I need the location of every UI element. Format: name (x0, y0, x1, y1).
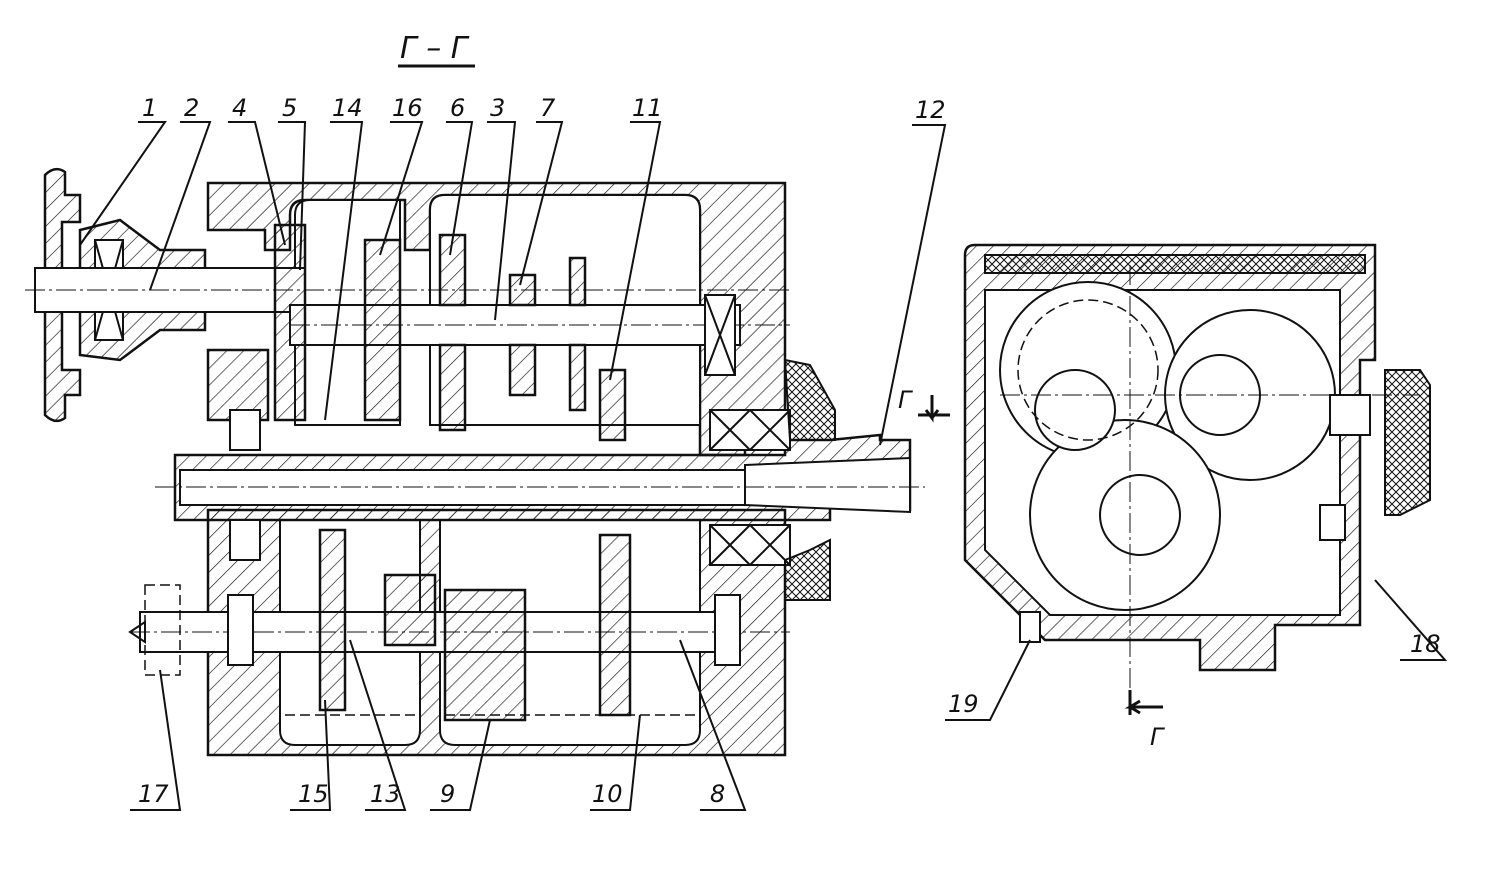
cover (984, 254, 1366, 274)
gear-7 (508, 273, 537, 307)
handle-outline (144, 584, 181, 676)
label-2: 2 (184, 94, 199, 122)
label-12: 12 (915, 96, 946, 124)
callouts: 1 2 4 5 14 16 6 3 7 11 12 17 15 13 9 10 (79, 94, 1448, 811)
gear-16 (363, 238, 402, 422)
bearing (709, 524, 791, 566)
gear-13 (383, 573, 437, 647)
label-11: 11 (632, 94, 663, 122)
label-19: 19 (948, 690, 979, 718)
gear-6b (438, 343, 467, 432)
label-6: 6 (450, 94, 465, 122)
label-3: 3 (490, 94, 505, 122)
section-view (25, 167, 925, 757)
cross-section-view (963, 243, 1431, 690)
pitch-circle (1017, 299, 1159, 441)
bearing-cross (704, 294, 736, 376)
label-18: 18 (1410, 630, 1441, 658)
spindle-taper (744, 456, 911, 514)
label-4: 4 (232, 94, 247, 122)
gear (508, 343, 537, 397)
bearing-cross (709, 409, 791, 451)
seal (783, 358, 836, 601)
section-title: Г – Г (400, 31, 470, 66)
section-arrow-top (918, 395, 950, 423)
fitting (1319, 504, 1346, 541)
bearing (709, 409, 791, 451)
spline-shaft (1099, 474, 1181, 556)
gear (568, 343, 587, 412)
pulley (43, 167, 82, 423)
gear-15 (318, 528, 347, 712)
gear-7b (568, 256, 587, 307)
label-5: 5 (282, 94, 297, 122)
section-mark-bottom: Г (1150, 723, 1165, 751)
label-1: 1 (142, 94, 157, 122)
label-8: 8 (710, 780, 725, 808)
label-14: 14 (332, 94, 363, 122)
shaft-circle (1034, 369, 1116, 451)
bearing (229, 409, 261, 451)
section-arrow-bottom (1124, 690, 1163, 715)
section-mark-top: Г (898, 386, 913, 414)
plug-19 (1019, 611, 1041, 643)
label-10: 10 (592, 780, 623, 808)
label-17: 17 (138, 780, 169, 808)
gear-9 (443, 588, 527, 722)
label-7: 7 (540, 94, 556, 122)
bearing-cross (709, 524, 791, 566)
fitting (1329, 394, 1371, 436)
label-15: 15 (298, 780, 329, 808)
gear-6 (438, 233, 467, 307)
label-16: 16 (392, 94, 423, 122)
label-9: 9 (440, 780, 455, 808)
gear-11 (598, 368, 627, 442)
label-13: 13 (370, 780, 401, 808)
bearing (229, 519, 261, 561)
bearing (714, 594, 741, 666)
bearing (227, 594, 254, 666)
gear-10 (598, 533, 632, 717)
knob-18 (1384, 369, 1431, 516)
